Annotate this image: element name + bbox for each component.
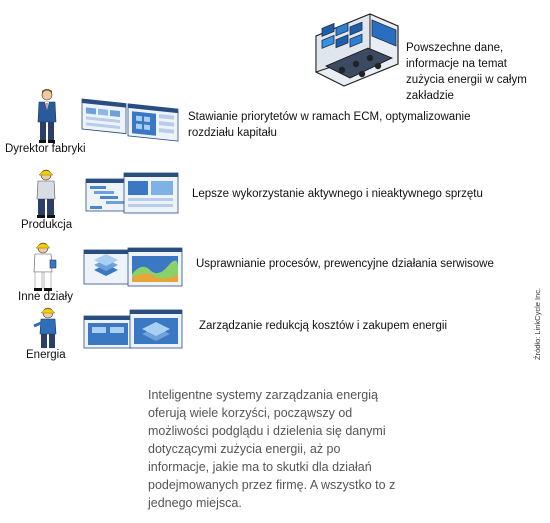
control-room-text: Powszechne dane, informacje na temat zuż… (406, 42, 527, 102)
caption: Inteligentne systemy zarządzania energią… (148, 388, 396, 510)
production-worker-figure (33, 167, 59, 219)
benefit-director: Stawianie priorytetów w ramach ECM, opty… (188, 111, 471, 139)
source-credit: Źródło: LinkCycle Inc. (533, 287, 542, 360)
dashboard-director (81, 97, 180, 143)
dashboard-production (85, 172, 180, 219)
dashboard-other-departments (83, 246, 184, 292)
benefit-other-departments: Usprawnianie procesów, prewencyjne dział… (196, 258, 494, 270)
dashboard-energy (83, 309, 184, 352)
control-room-illustration (308, 6, 400, 88)
role-label-production: Produkcja (21, 219, 73, 231)
other-departments-figure (30, 240, 58, 292)
benefit-energy: Zarządzanie redukcją kosztów i zakupem e… (199, 320, 448, 332)
benefit-production: Lepsze wykorzystanie aktywnego i nieakty… (192, 188, 483, 200)
role-label-director: Dyrektor fabryki (5, 143, 86, 155)
director-figure (35, 88, 59, 144)
role-label-energy: Energia (26, 349, 66, 361)
role-label-other-departments: Inne działy (18, 291, 73, 303)
energy-figure (33, 306, 62, 350)
